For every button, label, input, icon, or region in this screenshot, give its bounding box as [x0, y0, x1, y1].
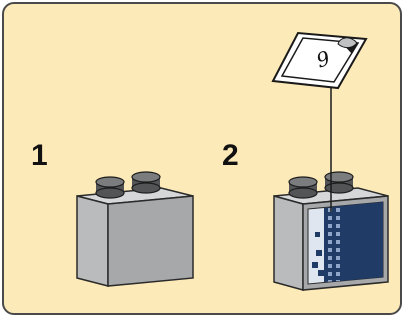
brick-1x2-plain — [76, 171, 194, 287]
step-number-1: 1 — [31, 139, 48, 172]
stud — [131, 171, 161, 194]
sticker-callout: 9 — [271, 31, 368, 90]
brick-1x2-with-sticker — [273, 171, 389, 291]
peel-corner-icon — [337, 37, 358, 54]
applied-sticker — [307, 201, 384, 285]
stud — [324, 171, 354, 194]
step-number-2: 2 — [222, 139, 239, 172]
stud — [288, 176, 318, 199]
stud — [95, 176, 125, 199]
